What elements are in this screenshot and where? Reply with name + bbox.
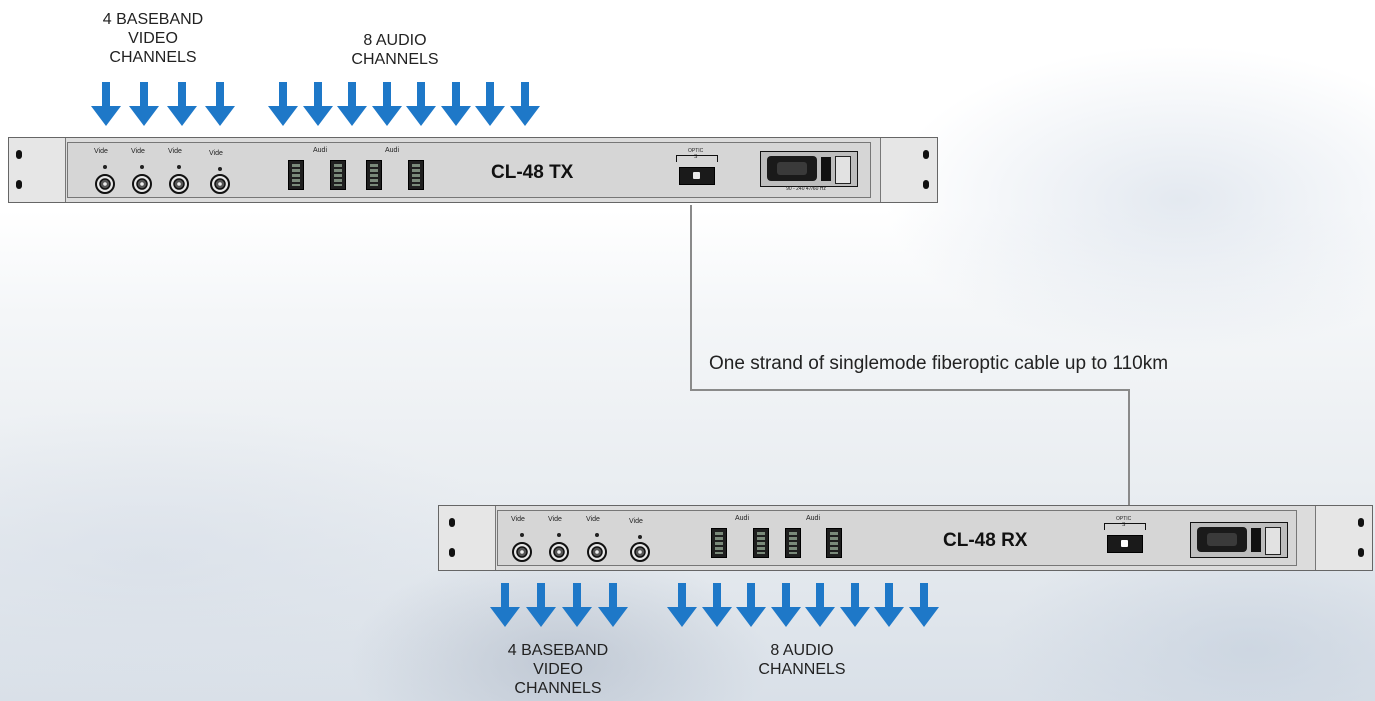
tx-power-inlet[interactable] xyxy=(767,156,817,181)
down-arrow-icon xyxy=(874,583,904,627)
video-port-label: Vide xyxy=(168,148,182,155)
video-led xyxy=(595,533,599,537)
rx-model-name: CL-48 RX xyxy=(943,530,1028,551)
fiber-caption: One strand of singlemode fiberoptic cabl… xyxy=(709,353,1169,374)
tx-power-switch[interactable] xyxy=(835,156,851,184)
rx-audio-channels-label: 8 AUDIO CHANNELS xyxy=(758,642,846,678)
tx-optic-label: OPTIC xyxy=(688,148,704,154)
down-arrow-icon xyxy=(129,82,159,126)
audio-terminal-block[interactable] xyxy=(826,528,842,558)
video-port-label: Vide xyxy=(548,516,562,523)
video-led xyxy=(557,533,561,537)
tx-rack-ear-right xyxy=(880,138,937,202)
video-led xyxy=(218,167,222,171)
down-arrow-icon xyxy=(598,583,628,627)
down-arrow-icon xyxy=(526,583,556,627)
tx-rack-ear-left xyxy=(9,138,66,202)
tx-audio-input-arrows xyxy=(266,82,542,128)
tx-unit: Vide Vide Vide Vide Audi Audi CL-48 TX OPTIC… xyxy=(8,137,938,203)
rx-optic-bracket xyxy=(1104,523,1146,530)
tx-optic-port[interactable] xyxy=(679,167,715,185)
down-arrow-icon xyxy=(701,583,732,627)
rx-optic-port[interactable] xyxy=(1107,535,1143,553)
audio-port-label: Audi xyxy=(385,147,400,154)
rx-fuse xyxy=(1251,528,1261,552)
video-led xyxy=(638,535,642,539)
down-arrow-icon xyxy=(667,583,697,627)
video-port-label: Vide xyxy=(131,148,145,155)
tx-front-panel: Vide Vide Vide Vide Audi Audi CL-48 TX OPTIC… xyxy=(67,142,871,198)
bnc-video-connector[interactable] xyxy=(94,173,116,195)
rx-optic-sub: S xyxy=(1122,522,1126,528)
tx-optic-sub: S xyxy=(694,154,698,160)
down-arrow-icon xyxy=(475,82,505,126)
bnc-video-connector[interactable] xyxy=(209,173,231,195)
audio-port-label: Audi xyxy=(313,147,328,154)
bnc-video-connector[interactable] xyxy=(131,173,153,195)
rx-unit: Vide Vide Vide Vide Audi Audi CL-48 RX OPTIC… xyxy=(438,505,1373,571)
audio-terminal-block[interactable] xyxy=(288,160,304,190)
tx-power-rating: 90 - 240 47/60 Hz xyxy=(786,186,826,192)
tx-video-input-arrows xyxy=(89,82,241,128)
down-arrow-icon xyxy=(205,82,235,126)
video-port-label: Vide xyxy=(94,148,108,155)
rx-power-module xyxy=(1190,522,1288,558)
down-arrow-icon xyxy=(770,583,801,627)
down-arrow-icon xyxy=(440,82,471,126)
rx-rack-ear-left xyxy=(439,506,496,570)
video-port-label: Vide xyxy=(209,150,223,157)
tx-power-module xyxy=(760,151,858,187)
down-arrow-icon xyxy=(490,583,520,627)
tx-optic-bracket xyxy=(676,155,718,162)
down-arrow-icon xyxy=(167,82,197,126)
audio-terminal-block[interactable] xyxy=(408,160,424,190)
bnc-video-connector[interactable] xyxy=(629,541,651,563)
audio-port-label: Audi xyxy=(806,515,821,522)
tx-model-name: CL-48 TX xyxy=(491,162,574,183)
tx-audio-channels-label: 8 AUDIO CHANNELS xyxy=(351,32,439,68)
bnc-video-connector[interactable] xyxy=(511,541,533,563)
down-arrow-icon xyxy=(839,583,870,627)
down-arrow-icon xyxy=(509,82,540,126)
rx-rack-ear-right xyxy=(1315,506,1372,570)
rx-video-output-arrows xyxy=(488,583,632,629)
audio-terminal-block[interactable] xyxy=(785,528,801,558)
down-arrow-icon xyxy=(736,583,766,627)
down-arrow-icon xyxy=(268,82,298,126)
down-arrow-icon xyxy=(805,583,835,627)
video-led xyxy=(177,165,181,169)
video-port-label: Vide xyxy=(629,518,643,525)
rx-video-channels-label: 4 BASEBAND VIDEO CHANNELS xyxy=(507,642,609,697)
tx-fuse xyxy=(821,157,831,181)
rx-front-panel: Vide Vide Vide Vide Audi Audi CL-48 RX OPTIC… xyxy=(497,510,1297,566)
audio-terminal-block[interactable] xyxy=(753,528,769,558)
bnc-video-connector[interactable] xyxy=(168,173,190,195)
rx-power-switch[interactable] xyxy=(1265,527,1281,555)
rx-optic-label: OPTIC xyxy=(1116,516,1132,522)
down-arrow-icon xyxy=(302,82,333,126)
tx-video-channels-label: 4 BASEBAND VIDEO CHANNELS xyxy=(102,11,204,66)
down-arrow-icon xyxy=(371,82,402,126)
rx-audio-output-arrows xyxy=(665,583,941,629)
down-arrow-icon xyxy=(337,82,367,126)
down-arrow-icon xyxy=(91,82,121,126)
down-arrow-icon xyxy=(562,583,592,627)
video-led xyxy=(103,165,107,169)
video-led xyxy=(140,165,144,169)
video-led xyxy=(520,533,524,537)
down-arrow-icon xyxy=(406,82,436,126)
audio-port-label: Audi xyxy=(735,515,750,522)
bnc-video-connector[interactable] xyxy=(586,541,608,563)
bnc-video-connector[interactable] xyxy=(548,541,570,563)
down-arrow-icon xyxy=(908,583,939,627)
audio-terminal-block[interactable] xyxy=(711,528,727,558)
audio-terminal-block[interactable] xyxy=(366,160,382,190)
video-port-label: Vide xyxy=(586,516,600,523)
rx-power-inlet[interactable] xyxy=(1197,527,1247,552)
audio-terminal-block[interactable] xyxy=(330,160,346,190)
video-port-label: Vide xyxy=(511,516,525,523)
